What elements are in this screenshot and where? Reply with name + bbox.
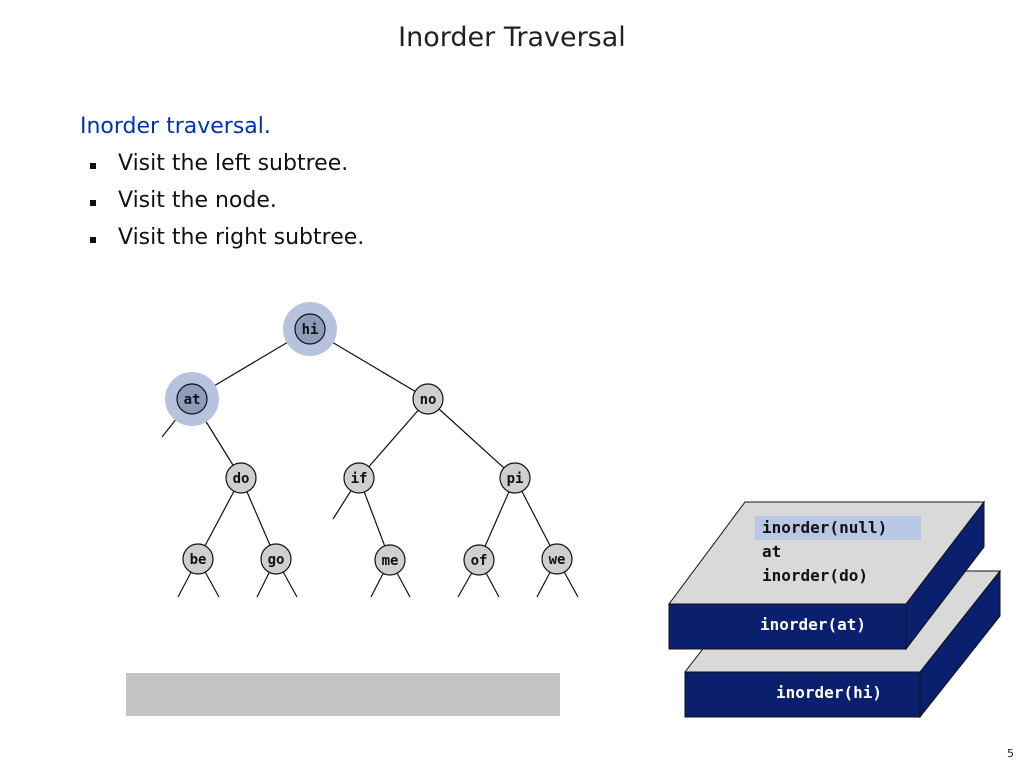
node-label: no bbox=[420, 392, 437, 408]
node-label: me bbox=[382, 553, 399, 569]
edge bbox=[427, 398, 516, 479]
section-heading: Inorder traversal. bbox=[80, 114, 271, 139]
node-label: go bbox=[268, 552, 285, 568]
page-number: 5 bbox=[1007, 747, 1014, 760]
call-stack: inorder(hi) inorder(null) at inorder(do)… bbox=[668, 500, 1002, 719]
tree-node-we: we bbox=[541, 543, 573, 575]
bullet-item: Visit the node. bbox=[88, 187, 364, 224]
tree-node-no: no bbox=[412, 383, 444, 415]
bullet-item: Visit the left subtree. bbox=[88, 150, 364, 187]
tree-node-go: go bbox=[260, 543, 292, 575]
node-label: at bbox=[184, 392, 201, 408]
code-line: inorder(null) bbox=[762, 518, 887, 537]
bullet-square-icon bbox=[90, 237, 96, 243]
code-line: at bbox=[762, 542, 781, 561]
node-label: we bbox=[549, 552, 566, 568]
node-label: be bbox=[190, 552, 207, 568]
code-line-highlight bbox=[755, 516, 921, 540]
slide-title: Inorder Traversal bbox=[398, 22, 626, 53]
edge bbox=[358, 398, 429, 479]
bullet-text: Visit the node. bbox=[118, 188, 277, 213]
stack-frame-label: inorder(at) bbox=[760, 615, 866, 634]
tree-node-me: me bbox=[374, 544, 406, 576]
bullet-text: Visit the left subtree. bbox=[118, 151, 349, 176]
tree-node-hi: hi bbox=[294, 313, 326, 345]
tree-node-if: if bbox=[343, 462, 375, 494]
stack-frame-label: inorder(hi) bbox=[776, 683, 882, 702]
node-label: hi bbox=[302, 322, 319, 338]
stack-frame-at: inorder(null) at inorder(do) inorder(at) bbox=[668, 500, 986, 651]
bullet-square-icon bbox=[90, 200, 96, 206]
node-label: if bbox=[351, 471, 368, 487]
node-label: of bbox=[471, 553, 488, 569]
tree-node-do: do bbox=[225, 462, 257, 494]
tree-node-of: of bbox=[463, 544, 495, 576]
tree-node-pi: pi bbox=[499, 462, 531, 494]
bullet-list: Visit the left subtree. Visit the node. … bbox=[88, 150, 364, 261]
tree-node-at: at bbox=[176, 383, 208, 415]
bullet-square-icon bbox=[90, 163, 96, 169]
node-label: pi bbox=[507, 471, 524, 487]
tree-node-be: be bbox=[182, 543, 214, 575]
node-label: do bbox=[233, 471, 250, 487]
code-line: inorder(do) bbox=[762, 566, 868, 585]
gray-output-bar bbox=[126, 673, 560, 716]
bullet-item: Visit the right subtree. bbox=[88, 224, 364, 261]
bullet-text: Visit the right subtree. bbox=[118, 225, 365, 250]
